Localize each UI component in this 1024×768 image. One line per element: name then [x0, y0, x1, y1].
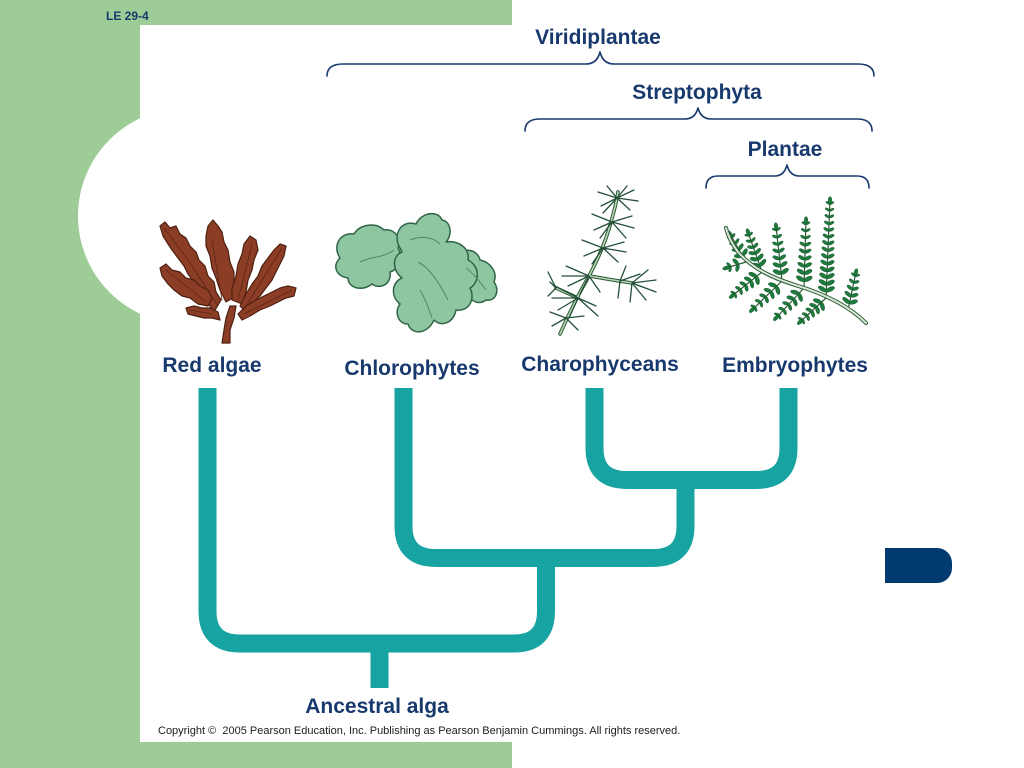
brace-plantae: [705, 164, 870, 189]
fern-leaflet: [773, 222, 779, 230]
fern-leaflet: [825, 207, 830, 212]
clade-braces: [326, 51, 875, 189]
fern-leaflet: [772, 255, 781, 261]
root-label: Ancestral alga: [305, 695, 449, 718]
red-algae-seaweed-icon: [159, 219, 297, 344]
fern-leaflet: [803, 216, 809, 224]
fern-leaflet: [844, 290, 852, 298]
fern-leaflet: [764, 296, 769, 304]
fern-leaflet: [800, 234, 806, 240]
fern-rachis-highlight: [725, 227, 867, 324]
fern-leaflet: [735, 263, 740, 272]
fern-frond-icon: [722, 196, 868, 325]
fern-leaflet: [806, 314, 810, 321]
fern-pinna-axis: [751, 280, 783, 311]
slide-label: LE 29-4: [106, 9, 149, 23]
fern-leaflet: [800, 228, 807, 232]
branch-viridiplantae-stem: [379, 557, 555, 653]
fern-leaflet: [796, 275, 805, 282]
fern-leaflet: [792, 298, 798, 307]
fern-leaflet: [797, 262, 806, 268]
branch-charophyceans: [585, 388, 687, 489]
fern-leaflet: [822, 233, 829, 239]
branch-streptophyta-stem: [545, 479, 695, 567]
fern-leaflet: [755, 275, 760, 285]
fern-leaflet: [796, 268, 805, 275]
fern-leaflet: [810, 310, 815, 318]
fern-leaflet: [853, 268, 859, 276]
fern-leaflet: [779, 261, 788, 268]
fern-leaflet: [819, 272, 828, 279]
fern-leaflet: [824, 220, 830, 225]
fern-leaflet: [745, 228, 751, 236]
clade-label-streptophyta: Streptophyta: [632, 81, 762, 104]
copyright-notice: Copyright © 2005 Pearson Education, Inc.…: [158, 725, 681, 737]
green-sea-lettuce-icon: [335, 212, 498, 333]
fern-leaflet: [798, 255, 806, 261]
brace-viridiplantae: [326, 51, 875, 77]
fern-leaflet: [827, 196, 833, 204]
fern-leaflet: [722, 265, 730, 271]
fern-leaflet: [759, 301, 764, 308]
taxon-label-embryophytes: Embryophytes: [722, 354, 868, 377]
taxon-label-chlorophytes: Chlorophytes: [344, 357, 480, 380]
fern-leaflet: [749, 307, 755, 313]
fern-leaflet: [770, 291, 775, 299]
phylogenetic-tree: [198, 388, 798, 688]
fern-leaflet: [739, 288, 743, 295]
branch-chlorophytes: [394, 388, 547, 567]
fern-leaflet: [745, 239, 752, 243]
fern-leaflet: [775, 285, 781, 295]
fern-leaflet: [748, 251, 756, 256]
fern-leaflet: [728, 293, 736, 299]
fern-leaflet: [747, 245, 754, 249]
fern-leaflet: [823, 227, 830, 232]
fern-leaflet: [783, 309, 787, 316]
fern-leaflet: [821, 246, 829, 252]
fern-leaflet: [797, 292, 803, 302]
fern-leaflet: [819, 301, 825, 311]
charophyte-sprig-icon: [547, 185, 657, 336]
fern-leaflet: [821, 253, 829, 259]
fern-leaflet: [787, 303, 793, 311]
fern-leaflet: [772, 241, 779, 246]
fern-leaflet: [798, 248, 806, 254]
fern-leaflet: [818, 279, 828, 286]
fern-leaflet: [822, 240, 829, 246]
fern-leaflet: [849, 278, 855, 284]
fern-leaflet: [842, 297, 850, 304]
slide-content-panel: [140, 25, 1024, 742]
fern-leaflet: [772, 234, 778, 239]
fern-leaflet: [819, 266, 828, 272]
taxon-label-charophyceans: Charophyceans: [521, 353, 679, 376]
fern-leaflet: [749, 257, 759, 262]
fern-leaflet: [799, 241, 806, 247]
fern-leaflet: [818, 285, 827, 293]
clade-label-plantae: Plantae: [747, 138, 823, 161]
fern-leaflet: [772, 262, 781, 268]
fern-pinnae: [722, 196, 861, 325]
fern-leaflet: [772, 269, 782, 275]
navy-tab-shape: [885, 548, 952, 583]
fern-leaflet: [820, 259, 828, 266]
taxon-label-red-algae: Red algae: [162, 354, 262, 377]
fern-leaflet: [824, 214, 830, 218]
clade-label-viridiplantae: Viridiplantae: [535, 26, 661, 49]
fern-leaflet: [846, 284, 853, 291]
branch-embryophytes: [685, 388, 798, 489]
fern-leaflet: [815, 306, 820, 315]
fern-leaflet: [797, 319, 803, 325]
fern-leaflet: [744, 284, 749, 292]
brace-streptophyta: [524, 107, 873, 132]
fern-leaflet: [773, 315, 779, 321]
fern-leaflet: [772, 248, 780, 253]
branch-red-algae: [198, 388, 380, 653]
fern-leaflet: [749, 280, 754, 289]
